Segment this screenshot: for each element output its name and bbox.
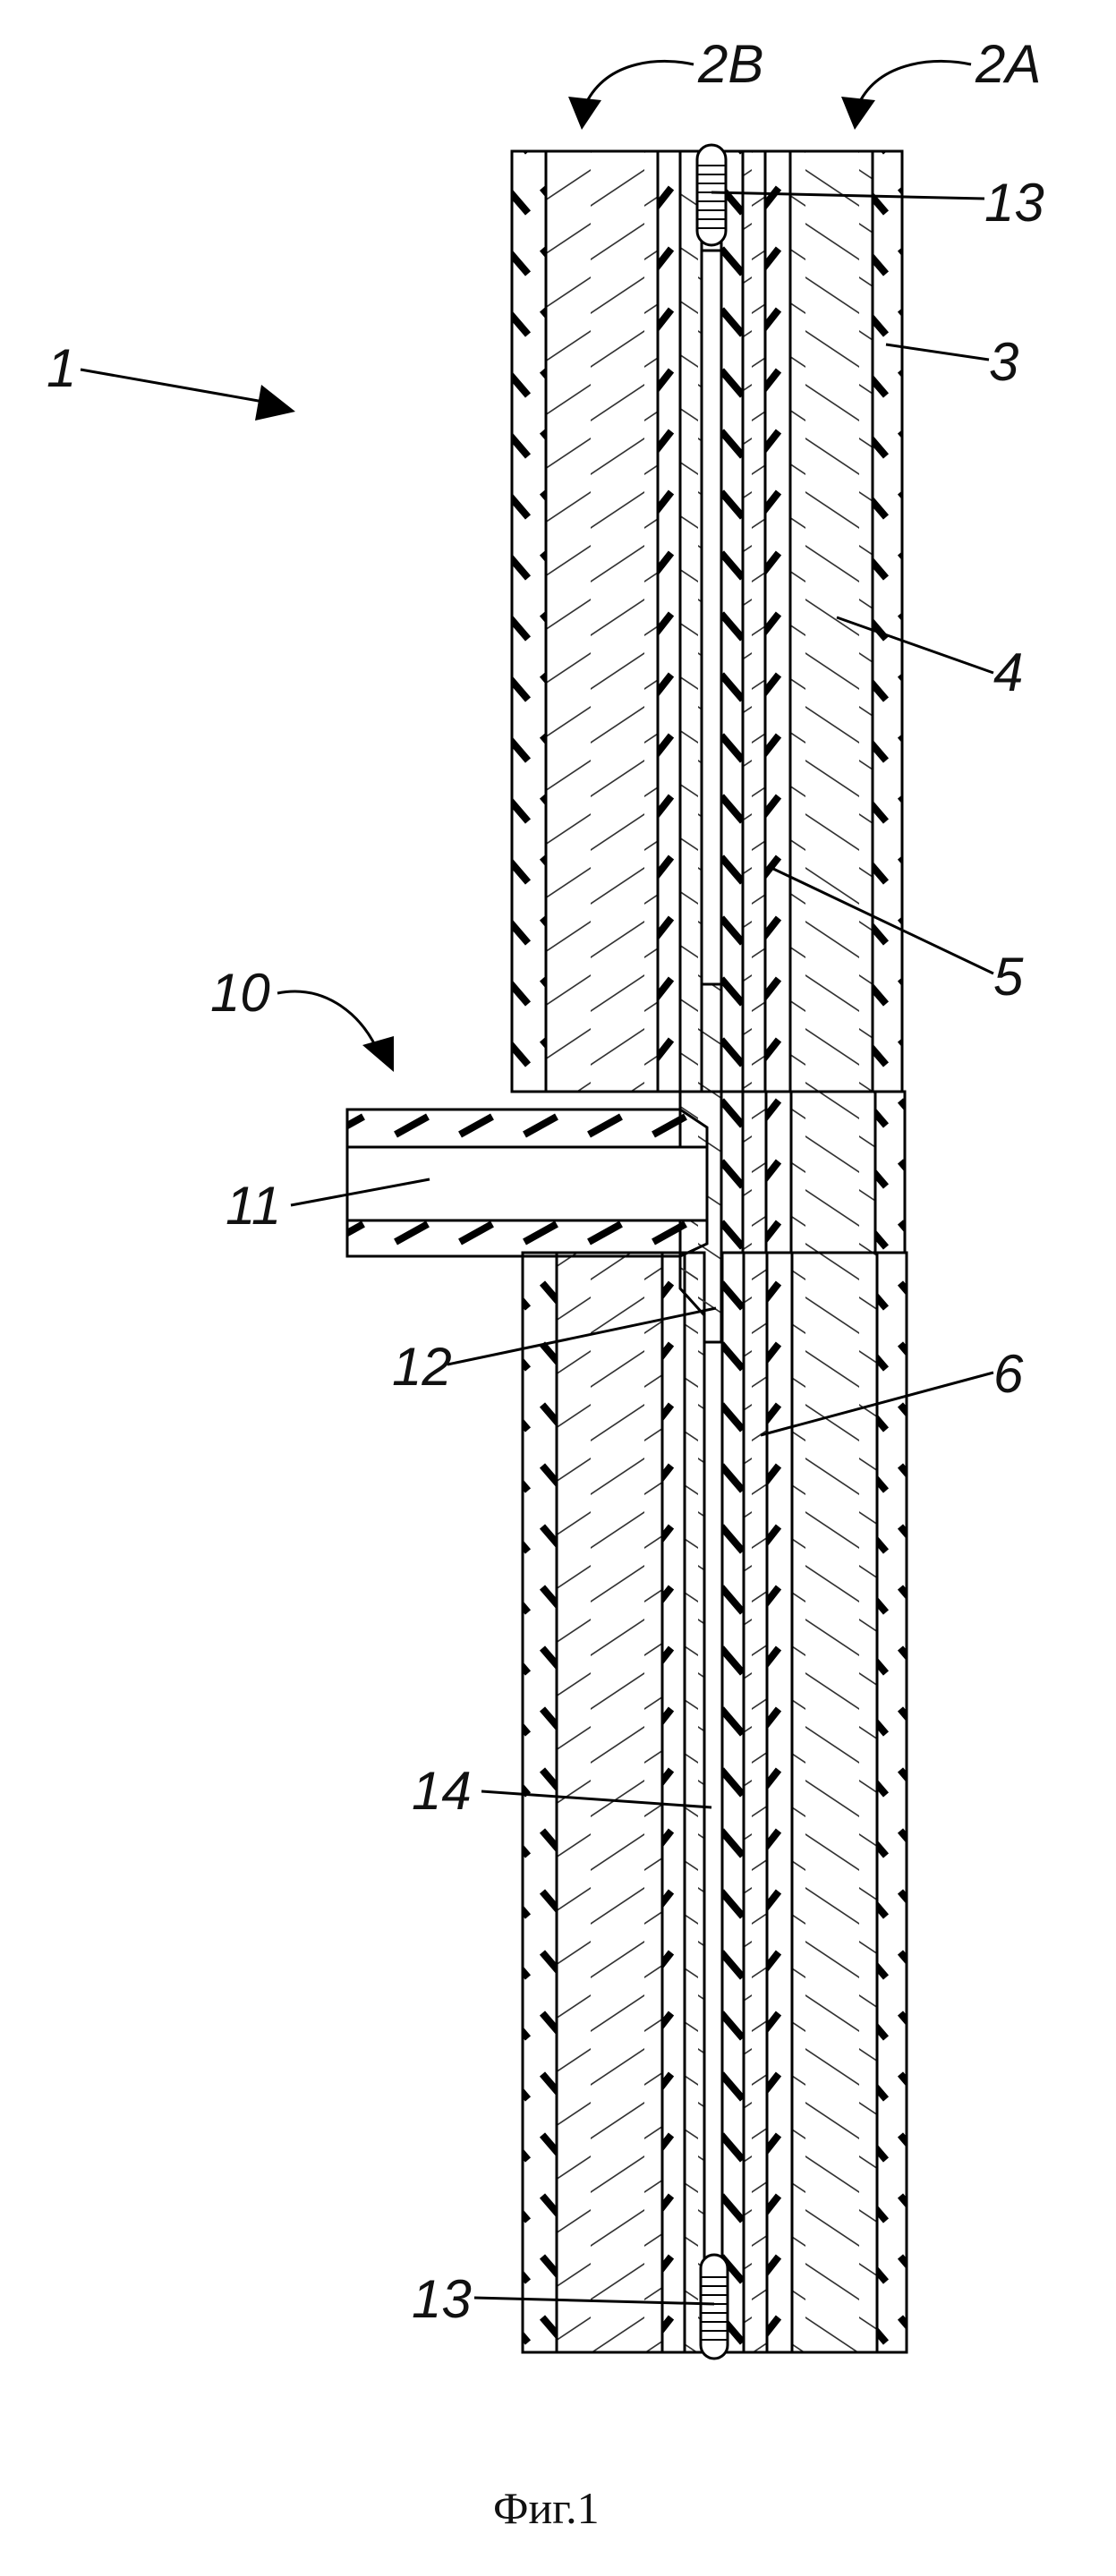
arrowhead-1 [255, 385, 295, 421]
leader-2a [859, 61, 971, 103]
label-3: 3 [989, 332, 1018, 392]
seal-bottom [701, 2255, 728, 2359]
leader-1 [81, 370, 268, 403]
port-tube-bottom-wall [347, 1220, 707, 1256]
layer-2a-mid-lower [744, 1253, 767, 2352]
right-panel-middle [721, 1092, 905, 1253]
cavity-upper [702, 251, 721, 984]
label-6: 6 [993, 1344, 1024, 1404]
layer-2a-mid2-lower [767, 1253, 792, 2352]
seal-top [697, 145, 726, 245]
cavity-lower [704, 1342, 722, 2291]
label-14: 14 [412, 1761, 472, 1821]
arrowhead-2b [568, 97, 601, 130]
layer-2a-core-upper [790, 151, 873, 1092]
cavity-wall-upper-left-2 [702, 984, 721, 1092]
label-13-bottom: 13 [412, 2269, 472, 2329]
label-5: 5 [993, 947, 1024, 1007]
lower-body [523, 1253, 907, 2352]
layer-2b-core-upper [546, 151, 658, 1092]
port-tube-top-wall [347, 1109, 707, 1147]
arrowhead-2a [841, 97, 875, 130]
layer-2a-outer-lower [877, 1253, 907, 2352]
layer-2b-outer-lower [523, 1253, 557, 2352]
label-2b: 2B [697, 34, 763, 94]
arrowhead-10 [362, 1036, 394, 1072]
layer-2a-mid2-upper [765, 151, 790, 1092]
layer-2a-inner-upper [721, 151, 743, 1092]
layer-2a-core-lower [792, 1253, 877, 2352]
label-12: 12 [392, 1337, 452, 1397]
layer-2a-inner-lower [722, 1253, 744, 2352]
layer-2b-inner-lower [685, 1253, 704, 2352]
label-13-top: 13 [984, 173, 1044, 233]
layer-2b-mid-upper [658, 151, 680, 1092]
label-10: 10 [210, 963, 270, 1023]
layer-2a-outer-upper [873, 151, 902, 1092]
figure-caption: Фиг.1 [493, 2483, 600, 2533]
layer-2a-mid-upper [743, 151, 765, 1092]
label-11: 11 [226, 1176, 281, 1236]
label-2a: 2A [975, 34, 1041, 94]
upper-body [512, 151, 902, 1092]
layer-2b-outer-upper [512, 151, 546, 1092]
leader-10 [277, 991, 376, 1047]
layer-2b-mid-lower [662, 1253, 685, 2352]
label-4: 4 [993, 642, 1023, 702]
layer-2b-inner-upper [680, 151, 702, 1092]
label-1: 1 [47, 338, 76, 398]
leader-2b [586, 61, 694, 103]
